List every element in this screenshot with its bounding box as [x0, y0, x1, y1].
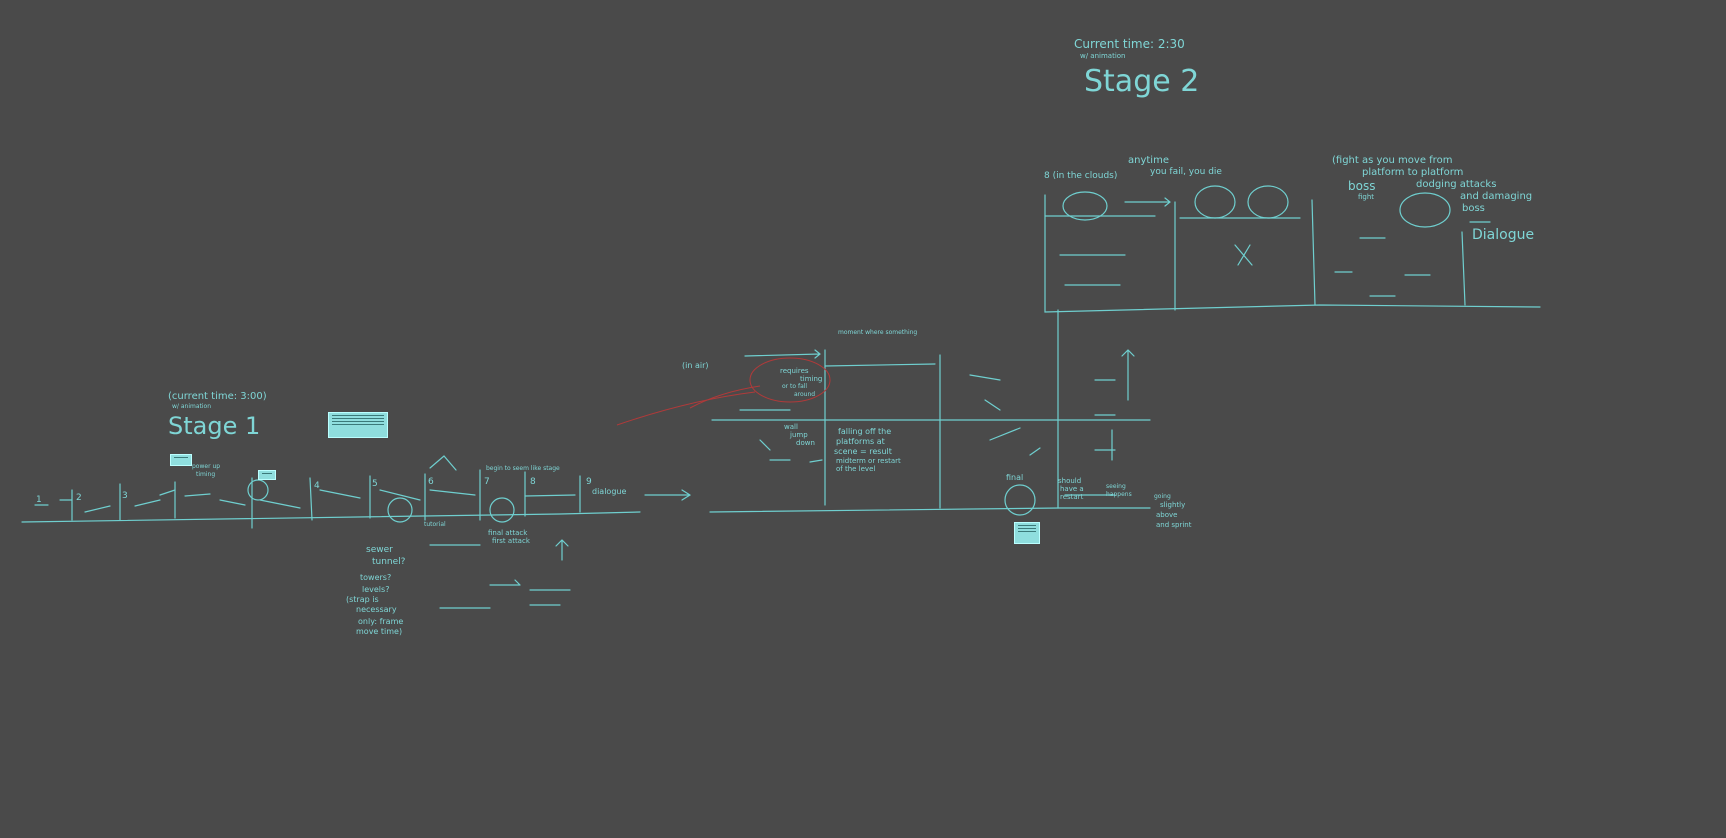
note-sewer: sewer — [366, 546, 393, 555]
sticky-note[interactable] — [1014, 522, 1040, 544]
note-in-air: (in air) — [682, 362, 709, 370]
note-down: down — [796, 440, 815, 447]
sticky-note[interactable] — [170, 454, 192, 466]
note-levels: levels? — [362, 586, 389, 594]
note-sprint: and sprint — [1156, 522, 1192, 529]
note-only: only: frame — [358, 618, 403, 626]
panel-number: 1 — [36, 496, 42, 505]
note-you-fail: you fail, you die — [1150, 168, 1222, 177]
panel-number: 5 — [372, 480, 378, 489]
panel-number: 6 — [428, 478, 434, 487]
note-dialogue2: Dialogue — [1472, 228, 1534, 243]
note-fight: fight — [1358, 194, 1374, 201]
note-powerup: power up — [192, 464, 220, 470]
note-towers: towers? — [360, 574, 391, 582]
note-top: moment where something — [838, 330, 917, 336]
note-to-fall: or to fall — [782, 384, 807, 390]
panel-number: 7 — [484, 478, 490, 487]
stage1-subtitle: w/ animation — [172, 404, 211, 410]
stage1-title: Stage 1 — [168, 414, 260, 439]
stage1-current-time: (current time: 3:00) — [168, 392, 267, 403]
note-tutorial: tutorial — [424, 522, 446, 528]
note-mid: first attack — [492, 538, 530, 545]
note-scene: scene = result — [834, 448, 892, 456]
note-seeing: seeing — [1106, 484, 1126, 490]
note-going: going — [1154, 494, 1171, 500]
note-strap: (strap is — [346, 596, 379, 604]
stage2-current-time: Current time: 2:30 — [1074, 38, 1185, 51]
panel-number: 9 — [586, 478, 592, 487]
note-happens: happens — [1106, 492, 1132, 498]
note-timing: timing — [196, 472, 215, 478]
note-boss-2: platform to platform — [1362, 168, 1463, 179]
note-tunnel: tunnel? — [372, 558, 405, 567]
stage2-title: Stage 2 — [1084, 66, 1199, 98]
note-time: begin to seem like stage — [486, 466, 560, 472]
panel-number: 2 — [76, 494, 82, 503]
note-slightly: slightly — [1160, 502, 1185, 509]
panel-number: 4 — [314, 482, 320, 491]
note-dialogue: dialogue — [592, 488, 626, 496]
note-restart2: restart — [1060, 494, 1083, 501]
note-boss-1: (fight as you move from — [1332, 156, 1452, 167]
stage2-subtitle: w/ animation — [1080, 53, 1126, 60]
note-in-clouds: 8 (in the clouds) — [1044, 172, 1117, 181]
sticky-note[interactable] — [258, 470, 276, 480]
panel-number: 3 — [122, 492, 128, 501]
note-platforms: platforms at — [836, 438, 885, 446]
panel-number: 8 — [530, 478, 536, 487]
note-dodging: dodging attacks — [1416, 180, 1496, 191]
note-above: above — [1156, 512, 1177, 519]
note-around: around — [794, 392, 815, 398]
note-move: move time) — [356, 628, 402, 636]
note-final2: final — [1006, 474, 1023, 482]
note-level: of the level — [836, 466, 875, 473]
note-falling: falling off the — [838, 428, 891, 436]
note-damaging-2: boss — [1462, 204, 1485, 215]
note-anytime: anytime — [1128, 156, 1169, 167]
note-damaging-1: and damaging — [1460, 192, 1532, 203]
note-boss: boss — [1348, 180, 1375, 193]
sticky-note[interactable] — [328, 412, 388, 438]
note-necessary: necessary — [356, 606, 397, 614]
